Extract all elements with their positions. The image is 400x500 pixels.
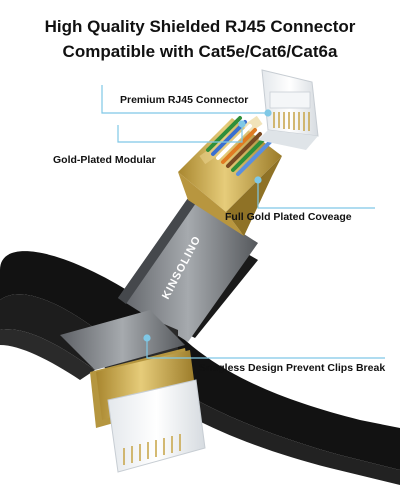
headline: High Quality Shielded RJ45 Connector Com…	[0, 14, 400, 64]
callout-full-gold-coveage: Full Gold Plated Coveage	[225, 211, 352, 223]
callout-gold-plated-modular: Gold-Plated Modular	[53, 154, 156, 166]
rj45-head-top	[258, 69, 319, 150]
upper-boot	[118, 198, 258, 342]
callout-line-coveage	[257, 180, 375, 209]
lower-connector	[60, 310, 206, 473]
callout-premium-connector: Premium RJ45 Connector	[120, 94, 249, 106]
headline-line-2: Compatible with Cat5e/Cat6/Cat6a	[62, 42, 338, 61]
callout-line-modular	[117, 124, 243, 143]
callout-snagless-design: Snagless Design Prevent Clips Break	[199, 362, 386, 374]
callout-line-premium	[101, 85, 268, 114]
colored-wires	[206, 116, 272, 176]
callout-lines	[101, 85, 385, 359]
headline-line-1: High Quality Shielded RJ45 Connector	[44, 17, 356, 36]
callout-line-snagless	[146, 338, 385, 359]
